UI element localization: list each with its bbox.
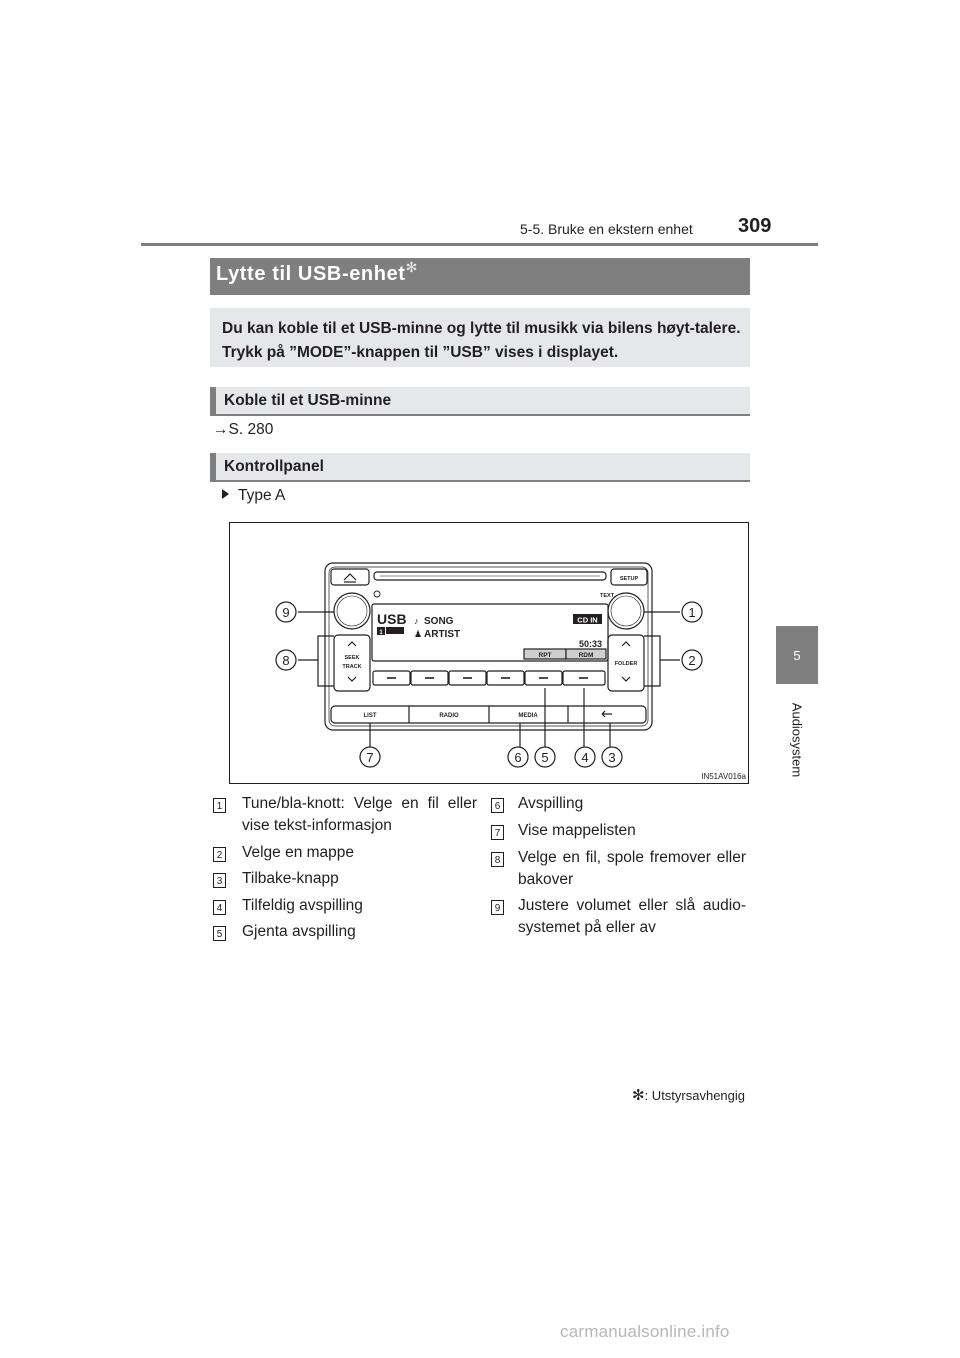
text-button-label: TEXT [600, 593, 615, 599]
intro-text: Du kan koble til et USB-minne og lytte t… [222, 320, 741, 361]
subheading-control-panel-text: Kontrollpanel [224, 458, 324, 475]
legend-num-6: 6 [491, 798, 504, 813]
legend-num-3: 3 [213, 873, 226, 888]
legend-num-4: 4 [213, 900, 226, 915]
section-title: Lytte til USB-enhet [216, 263, 406, 285]
legend-text-3: Tilbake-knapp [242, 870, 339, 887]
display-rdm: RDM [579, 652, 594, 659]
legend-text-5: Gjenta avspilling [242, 923, 356, 940]
subheading-connect: Koble til et USB-minne [210, 387, 750, 416]
subheading-control-panel: Kontrollpanel [210, 453, 750, 482]
folder-label: FOLDER [615, 661, 638, 667]
chapter-label: Audiosystem [757, 690, 837, 800]
legend-text-4: Tilfeldig avspilling [242, 897, 363, 914]
display-rpt: RPT [539, 652, 552, 659]
control-panel-figure: USB CD IN ♪ SONG ♟ ARTIST 50:33 RPT RDM … [229, 522, 749, 784]
legend-num-9: 9 [491, 900, 504, 915]
callout-2: 2 [688, 653, 695, 668]
callout-4: 4 [581, 750, 588, 765]
display-cd-in: CD IN [577, 616, 597, 625]
seek-label: SEEK [345, 655, 360, 661]
legend-num-1: 1 [213, 798, 226, 813]
callout-6: 6 [514, 750, 521, 765]
legend-text-9: Justere volumet eller slå audio-systemet… [518, 897, 746, 936]
setup-button-label: SETUP [620, 576, 639, 582]
footnote: ✻: Utstyrsavhengig [632, 1086, 745, 1104]
legend-num-2: 2 [213, 847, 226, 862]
header-section-title: 5-5. Bruke en ekstern enhet [520, 221, 693, 237]
page-reference-link[interactable]: →S. 280 [213, 421, 274, 438]
watermark-link[interactable]: carmanualsonline.info [560, 1322, 730, 1341]
legend-text-6: Avspilling [518, 795, 584, 812]
callout-8: 8 [282, 653, 289, 668]
section-title-banner: Lytte til USB-enhet✻ [210, 258, 750, 295]
legend-num-7: 7 [491, 825, 504, 840]
display-source: USB [377, 611, 407, 627]
callout-9: 9 [282, 605, 289, 620]
triangle-bullet-icon [222, 489, 229, 499]
header-rule [141, 243, 818, 246]
list-button-label: LIST [364, 713, 377, 719]
callout-1: 1 [688, 605, 695, 620]
display-disc-number: 1 [379, 630, 383, 636]
display-time: 50:33 [579, 639, 602, 649]
legend-num-5: 5 [213, 926, 226, 941]
intro-box: Du kan koble til et USB-minne og lytte t… [210, 308, 750, 367]
callout-3: 3 [608, 750, 615, 765]
legend-num-8: 8 [491, 852, 504, 867]
subheading-connect-text: Koble til et USB-minne [224, 392, 392, 409]
type-label-text: Type A [238, 487, 286, 504]
audio-unit-illustration: USB CD IN ♪ SONG ♟ ARTIST 50:33 RPT RDM … [275, 562, 747, 781]
legend-text-1: Tune/bla-knott: Velge en fil eller vise … [242, 795, 477, 834]
legend-text-7: Vise mappelisten [518, 822, 636, 839]
chapter-number: 5 [793, 647, 801, 663]
equipment-mark: ✻ [405, 259, 418, 275]
chapter-tab: 5 [776, 626, 818, 684]
media-button-label: MEDIA [518, 713, 538, 719]
track-label: TRACK [342, 664, 361, 670]
display-artist: ARTIST [424, 629, 460, 640]
footnote-text: : Utstyrsavhengig [644, 1088, 746, 1103]
radio-button-label: RADIO [439, 713, 459, 719]
display-song: SONG [424, 616, 454, 627]
page-number: 309 [738, 215, 772, 237]
footnote-mark: ✻ [632, 1087, 645, 1104]
type-label: Type A [222, 487, 285, 505]
callout-7: 7 [366, 750, 373, 765]
legend-text-8: Velge en fil, spole fremover eller bakov… [518, 849, 746, 888]
callout-5: 5 [541, 750, 548, 765]
legend-text-2: Velge en mappe [242, 844, 355, 861]
person-icon: ♟ [414, 629, 422, 639]
chapter-label-text: Audiosystem [789, 702, 805, 778]
figure-code: IN51AV016a [701, 772, 746, 781]
music-note-icon: ♪ [414, 616, 419, 626]
